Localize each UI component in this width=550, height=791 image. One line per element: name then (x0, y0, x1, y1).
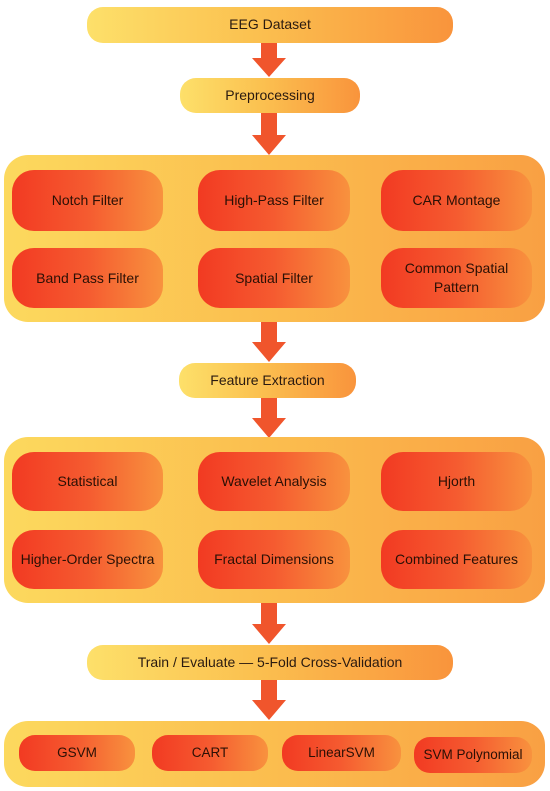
train-evaluate-label: Train / Evaluate — 5-Fold Cross-Validati… (137, 653, 403, 670)
preprocessing-label: Preprocessing (225, 86, 315, 103)
statistical-feature-label: Statistical (57, 473, 118, 490)
spatial-filter-label: Spatial Filter (235, 269, 313, 286)
cart-label: CART (191, 744, 229, 760)
eeg-dataset-label: EEG Dataset (229, 16, 311, 33)
linearsvm-label: LinearSVM (308, 744, 375, 760)
feature-extraction-step: Feature Extraction (179, 363, 356, 398)
car-montage-label: CAR Montage (412, 192, 501, 209)
car-montage-box: CAR Montage (381, 170, 532, 231)
statistical-feature-box: Statistical (12, 452, 163, 511)
higher-order-spectra-box: Higher-Order Spectra (12, 530, 163, 589)
feature-extraction-label: Feature Extraction (210, 371, 325, 388)
svm-polynomial-box: SVM Polynomial (414, 737, 532, 773)
wavelet-analysis-label: Wavelet Analysis (221, 473, 327, 490)
fractal-dimensions-box: Fractal Dimensions (198, 530, 350, 589)
cart-box: CART (152, 735, 268, 771)
gsvm-box: GSVM (19, 735, 135, 771)
wavelet-analysis-box: Wavelet Analysis (198, 452, 350, 511)
train-evaluate-step: Train / Evaluate — 5-Fold Cross-Validati… (87, 645, 453, 680)
arrow-train-to-classifiers (252, 680, 286, 720)
spatial-filter-box: Spatial Filter (198, 248, 350, 308)
preprocessing-step: Preprocessing (180, 78, 360, 113)
gsvm-label: GSVM (57, 744, 97, 760)
hjorth-box: Hjorth (381, 452, 532, 511)
svm-polynomial-label: SVM Polynomial (423, 746, 523, 762)
high-pass-filter-label: High-Pass Filter (224, 192, 324, 209)
linearsvm-box: LinearSVM (282, 735, 401, 771)
fractal-dimensions-label: Fractal Dimensions (214, 551, 334, 568)
higher-order-spectra-label: Higher-Order Spectra (20, 551, 155, 568)
combined-features-label: Combined Features (395, 551, 518, 568)
high-pass-filter-box: High-Pass Filter (198, 170, 350, 231)
hjorth-label: Hjorth (437, 473, 476, 490)
band-pass-filter-box: Band Pass Filter (12, 248, 163, 308)
combined-features-box: Combined Features (381, 530, 532, 589)
arrow-dataset-to-preprocessing (252, 42, 286, 77)
arrow-panel-to-train (252, 603, 286, 644)
notch-filter-label: Notch Filter (51, 192, 124, 209)
arrow-preprocessing-to-panel (252, 113, 286, 155)
notch-filter-box: Notch Filter (12, 170, 163, 231)
eeg-dataset-step: EEG Dataset (87, 7, 453, 43)
common-spatial-pattern-label: Common Spatial Pattern (404, 260, 509, 295)
arrow-feature-extraction-to-panel (252, 398, 286, 438)
arrow-panel-to-feature-extraction (252, 322, 286, 362)
common-spatial-pattern-box: Common Spatial Pattern (381, 248, 532, 308)
band-pass-filter-label: Band Pass Filter (36, 269, 139, 286)
